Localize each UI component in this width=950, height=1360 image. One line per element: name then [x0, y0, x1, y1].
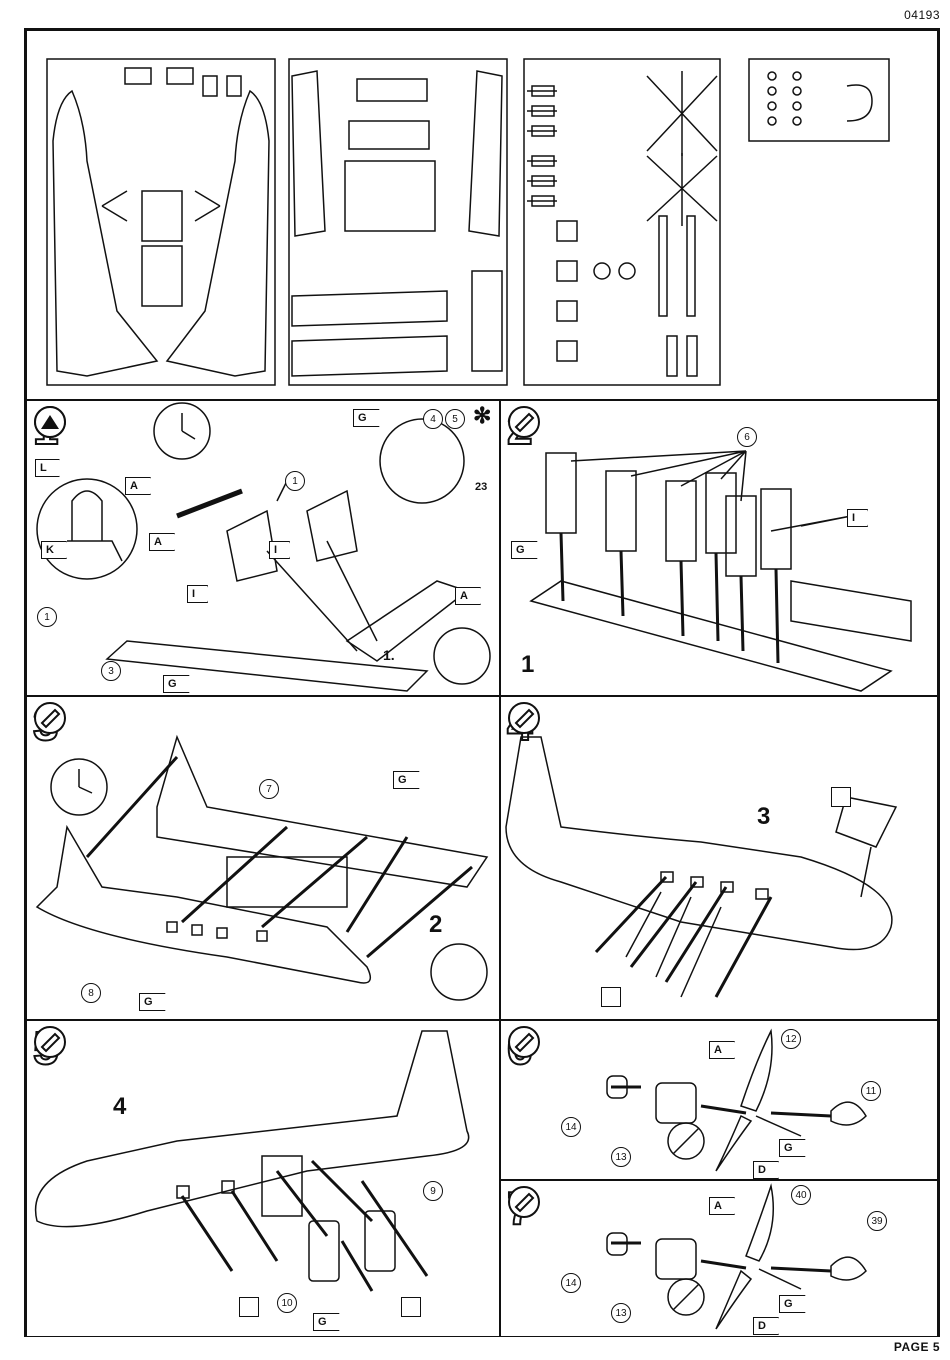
- part-callout: 7: [259, 779, 279, 799]
- step-3-panel: 3 7 8 G G 2: [26, 696, 500, 1020]
- page-number: PAGE 5: [893, 1340, 940, 1354]
- clear-part-box: [831, 787, 851, 807]
- part-callout: 13: [611, 1147, 631, 1167]
- tag-g: G: [779, 1139, 806, 1157]
- step-2-header: 2: [506, 404, 540, 452]
- sub-assembly-number: 1: [521, 651, 535, 678]
- glue-icon: [508, 702, 540, 734]
- step-5-drawing: [34, 1030, 470, 1292]
- tag-g: G: [163, 675, 190, 693]
- sub-assembly-number: 4: [113, 1093, 127, 1120]
- step-5-header: 5: [32, 1024, 66, 1072]
- clear-part-box: [401, 1297, 421, 1317]
- part-callout: 1: [285, 471, 305, 491]
- part-label: 23: [475, 481, 488, 493]
- tag-a: A: [709, 1197, 735, 1215]
- part-callout: 1: [37, 607, 57, 627]
- step-2-drawing: [529, 450, 912, 692]
- part-callout: 13: [611, 1303, 631, 1323]
- step-7-header: 7: [506, 1184, 540, 1232]
- asterisk-icon: ✻: [473, 403, 492, 428]
- step-7-panel: 7 40 39 14 13 A G D: [500, 1180, 938, 1337]
- catalog-code: 04193: [904, 8, 940, 22]
- tag-g: G: [139, 993, 166, 1011]
- instruction-sheet: 1 1 1 3 4 5 23 L A: [24, 28, 940, 1337]
- part-callout: 4: [423, 409, 443, 429]
- part-callout: 6: [737, 427, 757, 447]
- step-6-drawing: [606, 1028, 867, 1172]
- part-callout: 39: [867, 1211, 887, 1231]
- sub-assembly-number: 2: [429, 911, 443, 938]
- tag-l: L: [35, 459, 60, 477]
- step-1-drawing: [36, 402, 491, 692]
- part-callout: 9: [423, 1181, 443, 1201]
- clear-part-box: [239, 1297, 259, 1317]
- clock-icon: [153, 402, 211, 460]
- part-callout: 40: [791, 1185, 811, 1205]
- paint-icon: [34, 406, 66, 438]
- sprue-panel: [26, 30, 938, 400]
- part-callout: 5: [445, 409, 465, 429]
- glue-icon: [34, 1026, 66, 1058]
- clock-icon: [50, 758, 108, 816]
- step-5-panel: 5 9 10 G 4: [26, 1020, 500, 1337]
- step-4-drawing: [505, 736, 898, 998]
- tag-a: A: [709, 1041, 735, 1059]
- step-4-panel: 4 3: [500, 696, 938, 1020]
- part-callout: 3: [101, 661, 121, 681]
- step-6-header: 6: [506, 1024, 540, 1072]
- step-2-panel: 2 6 G I 1: [500, 400, 938, 696]
- glue-icon: [508, 406, 540, 438]
- part-callout: 12: [781, 1029, 801, 1049]
- step-7-drawing: [606, 1183, 867, 1330]
- glue-icon: [34, 702, 66, 734]
- part-callout: 14: [561, 1273, 581, 1293]
- glue-icon: [508, 1026, 540, 1058]
- sub-step-note: 1.: [383, 647, 395, 663]
- part-callout: 8: [81, 983, 101, 1003]
- step-3-header: 3: [32, 700, 66, 748]
- step-1-header: 1: [32, 404, 66, 452]
- step-1-panel: 1 1 1 3 4 5 23 L A: [26, 400, 500, 696]
- glue-icon: [508, 1186, 540, 1218]
- sub-assembly-number: 3: [757, 803, 771, 830]
- part-callout: 10: [277, 1293, 297, 1313]
- part-callout: 14: [561, 1117, 581, 1137]
- step-3-drawing: [35, 734, 489, 1001]
- step-6-panel: 6 12 11 14 13 A G D: [500, 1020, 938, 1180]
- clear-part-box: [601, 987, 621, 1007]
- part-callout: 11: [861, 1081, 881, 1101]
- sprue-drawing: [46, 58, 890, 386]
